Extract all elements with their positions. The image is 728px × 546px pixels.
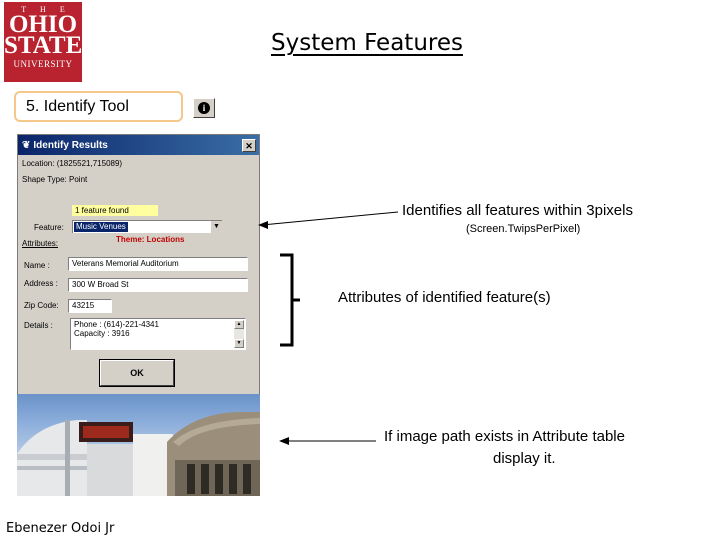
image-annotation-line2: display it. <box>493 450 556 467</box>
attributes-brace <box>280 253 294 347</box>
location-text: Location: (1825521,715089) <box>22 159 123 168</box>
name-label: Name : <box>24 261 50 270</box>
feature-arrow <box>261 211 399 226</box>
app-icon: ❦ <box>22 139 31 151</box>
zip-field[interactable]: 43215 <box>68 299 112 313</box>
feature-count: 1 feature found <box>72 205 158 216</box>
logo-university: UNIVERSITY <box>13 59 73 69</box>
author-footer: Ebenezer Odoi Jr <box>6 521 115 536</box>
address-field[interactable]: 300 W Broad St <box>68 278 248 292</box>
tool-label: 5. Identify Tool <box>14 91 183 122</box>
close-button[interactable]: ✕ <box>242 138 256 152</box>
feature-photo <box>17 394 260 496</box>
identify-tool-button[interactable]: i <box>193 98 215 118</box>
dialog-title: Identify Results <box>33 139 108 151</box>
dialog-titlebar[interactable]: ❦ Identify Results ✕ <box>18 135 259 155</box>
feature-label: Feature: <box>34 223 64 232</box>
feature-arrow-head <box>258 221 268 229</box>
identifies-text: Identifies all features within 3pixels <box>402 202 633 219</box>
slide-title: System Features <box>271 30 463 56</box>
shape-type-text: Shape Type: Point <box>22 175 88 184</box>
info-icon: i <box>198 102 210 114</box>
feature-selected: Music Venues <box>74 222 128 232</box>
details-line: Phone : (614)-221-4341 <box>74 320 159 329</box>
logo-the: T H E <box>21 5 71 14</box>
ok-button[interactable]: OK <box>99 359 175 387</box>
details-line: Capacity : 3916 <box>74 329 130 338</box>
name-field[interactable]: Veterans Memorial Auditorium <box>68 257 248 271</box>
attributes-annotation: Attributes of identified feature(s) <box>338 289 551 306</box>
attributes-label: Attributes: <box>22 239 59 248</box>
logo-ohio: OHIO <box>8 11 78 38</box>
image-arrow-head <box>279 437 289 445</box>
details-label: Details : <box>24 321 53 330</box>
scroll-up-icon[interactable]: ▲ <box>234 320 244 329</box>
university-logo: T H E OHIO STATE UNIVERSITY <box>4 2 82 82</box>
auditorium-image <box>17 412 260 496</box>
zip-label: Zip Code: <box>24 301 59 310</box>
twips-text: (Screen.TwipsPerPixel) <box>466 223 581 235</box>
image-annotation-line1: If image path exists in Attribute table <box>384 428 625 445</box>
chevron-down-icon[interactable]: ▼ <box>210 221 222 233</box>
logo-state: STATE <box>4 32 83 59</box>
theme-text: Theme: Locations <box>116 235 185 244</box>
details-textarea[interactable]: Phone : (614)-221-4341 Capacity : 3916 ▲… <box>70 318 246 350</box>
address-label: Address : <box>24 279 58 288</box>
scroll-down-icon[interactable]: ▼ <box>234 339 244 348</box>
details-scrollbar[interactable]: ▲ ▼ <box>234 320 244 348</box>
feature-dropdown[interactable]: Music Venues ▼ <box>72 220 222 233</box>
